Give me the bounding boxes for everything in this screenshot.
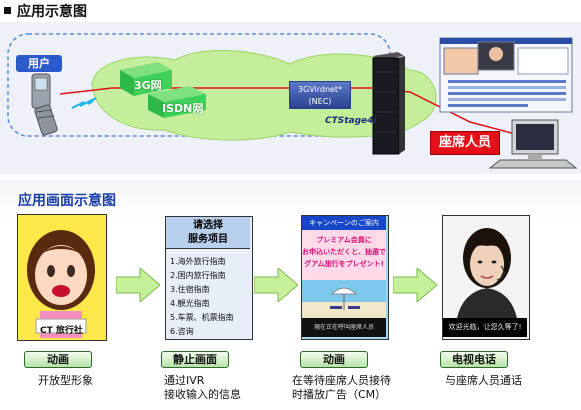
menu-item: 4.観光指南: [170, 299, 210, 308]
screen-type-button-videophone: 电视电话: [440, 351, 508, 368]
ad-body-line: グアム旅行をプレゼント!: [304, 260, 384, 268]
screen-caption: 通过IVR 接收输入的信息: [164, 374, 241, 402]
screen-type-button-animation: 动画: [300, 351, 368, 368]
gateway-name: 3GVirdnet*: [297, 85, 343, 94]
mobile-phone-icon: [31, 73, 58, 136]
menu-title-line2: 服务项目: [188, 234, 228, 245]
user-label: 用户: [16, 55, 62, 72]
server-rack-icon: [372, 52, 405, 155]
screen-type-button-animation: 动画: [24, 351, 92, 368]
wireless-signal-icon: [71, 97, 97, 109]
arrow-right-icon: [393, 268, 437, 302]
menu-item: 6.咨询: [170, 327, 194, 336]
operator-photo: [443, 216, 527, 318]
menu-item: 2.国内旅行指南: [170, 271, 226, 280]
menu-title: 请选择 服务项目: [166, 217, 250, 249]
ad-header: キャンペーンのご案内: [302, 216, 386, 230]
menu-item: 5.车票、机票指南: [170, 313, 234, 322]
bullet-square-icon: [4, 7, 11, 14]
section-title-text: 应用示意图: [17, 4, 87, 20]
gateway-box: 3GVirdnet* (NEC): [289, 81, 351, 109]
cube-3g-label: 3G网: [134, 79, 162, 92]
screen-caption: 在等待座席人员接待 时播放广告（CM）: [292, 374, 391, 402]
screen-caption: 与座席人员通话: [445, 374, 522, 388]
screen-caption: 开放型形象: [38, 374, 93, 388]
section-title-application: 应用示意图: [4, 1, 87, 21]
caption-line: 通过IVR: [164, 374, 205, 387]
ctstage-label: CTStage4i: [325, 116, 377, 126]
caption-line: 开放型形象: [38, 374, 93, 387]
videocall-caption: 欢迎光临，让您久等了!: [443, 318, 527, 337]
pc-computer-icon: [488, 119, 578, 169]
cube-isdn-label: ISDN网: [162, 102, 204, 115]
menu-item: 3.住宿指南: [170, 285, 210, 294]
gateway-vendor: (NEC): [308, 97, 332, 106]
network-diagram-svg: [7, 33, 578, 169]
caption-line: 与座席人员通话: [445, 374, 522, 387]
arrow-right-icon: [254, 268, 298, 302]
avatar-illustration: [18, 215, 104, 338]
section-title-screens: 应用画面示意图: [18, 193, 116, 209]
ad-body: プレミアム会員に お申込いただくと、抽選で グアム旅行をプレゼント!: [302, 230, 386, 280]
cube-3g-icon: [120, 62, 172, 96]
ad-body-line: プレミアム会員に: [316, 236, 372, 244]
network-cloud: [91, 49, 437, 141]
screen-type-button-still: 静止画面: [161, 351, 229, 368]
agent-label: 座席人员: [430, 131, 500, 155]
caption-line: 接收输入的信息: [164, 388, 241, 401]
caption-line: 时播放广告（CM）: [292, 388, 387, 401]
avatar-inner-label: CT 旅行社: [40, 326, 83, 336]
caption-line: 在等待座席人员接待: [292, 374, 391, 387]
menu-item: 1.海外旅行指南: [170, 257, 226, 266]
menu-title-line1: 请选择: [193, 220, 223, 231]
agent-screen-windows-icon: [439, 37, 573, 113]
ad-footer: 現在正在呼叫座席人员: [302, 318, 386, 337]
arrow-right-icon: [116, 268, 160, 302]
beach-scene-illustration: [302, 280, 386, 318]
cube-isdn-icon: [148, 86, 206, 118]
ad-body-line: お申込いただくと、抽選で: [302, 248, 386, 256]
